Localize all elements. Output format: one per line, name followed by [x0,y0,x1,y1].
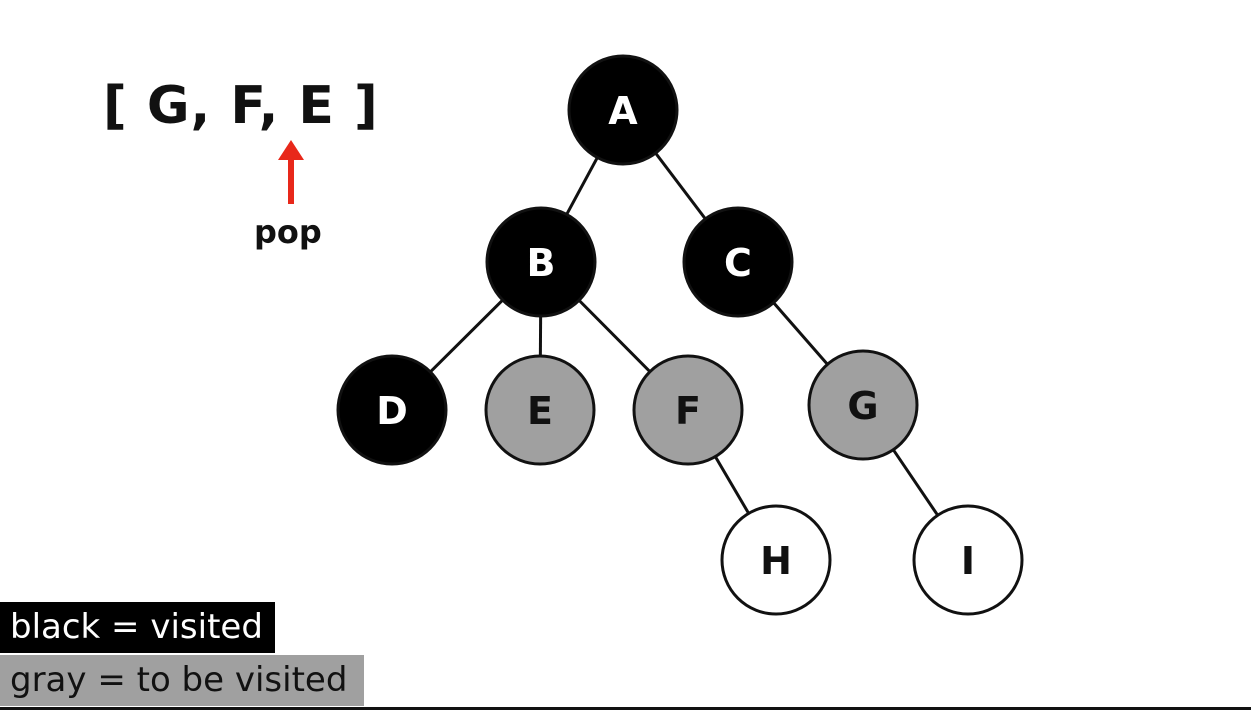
legend-visited: black = visited [0,602,275,653]
node-F: F [632,354,744,466]
node-B: B [485,206,597,318]
node-I: I [912,504,1024,616]
node-label-F: F [675,389,701,433]
node-circle-F [632,354,744,466]
node-label-D: D [376,389,408,433]
node-label-B: B [527,241,556,285]
node-label-I: I [961,539,975,583]
node-label-A: A [608,89,638,133]
legend-to-be-visited: gray = to be visited [0,655,364,706]
stack-contents: [ G, F, E ] [103,76,379,136]
node-G: G [807,349,919,461]
node-label-E: E [527,389,553,433]
node-circle-D [336,354,448,466]
pop-arrow-icon [278,140,304,204]
node-circle-A [567,54,679,166]
tree-nodes: A B C D E F G H I [336,54,1024,616]
tree-edges [390,109,970,561]
node-circle-E [484,354,596,466]
node-label-C: C [724,241,752,285]
node-C: C [682,206,794,318]
node-E: E [484,354,596,466]
node-A: A [567,54,679,166]
node-circle-H [720,504,832,616]
node-D: D [336,354,448,466]
node-circle-B [485,206,597,318]
node-circle-G [807,349,919,461]
node-label-G: G [847,384,878,428]
node-circle-C [682,206,794,318]
pop-label: pop [254,213,322,251]
bottom-rule [0,707,1251,710]
node-label-H: H [760,539,792,583]
node-circle-I [912,504,1024,616]
node-H: H [720,504,832,616]
